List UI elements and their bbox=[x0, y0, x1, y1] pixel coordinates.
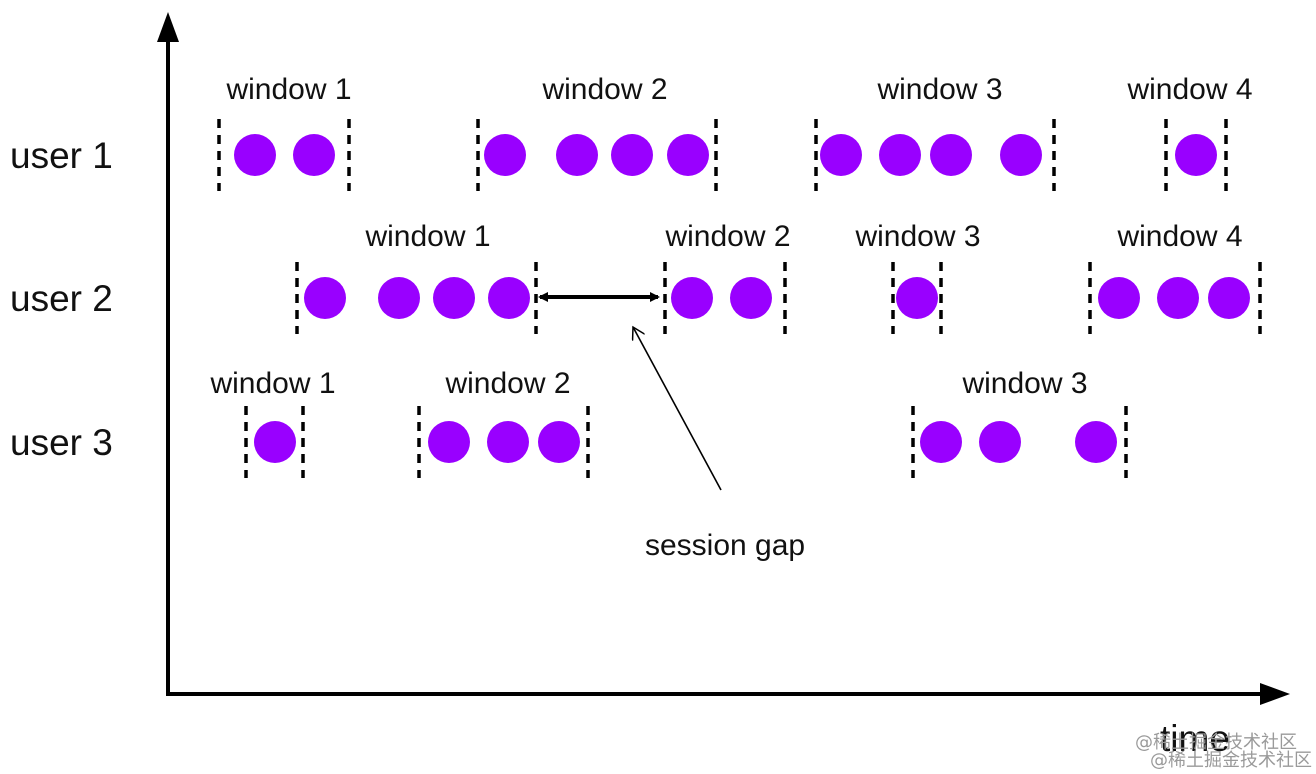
session-window: window 3 bbox=[854, 220, 981, 334]
event-dot bbox=[484, 134, 526, 176]
session-gap-pointer-arrow bbox=[633, 327, 722, 491]
window-label: window 4 bbox=[1126, 73, 1252, 106]
window-label: window 1 bbox=[364, 220, 490, 253]
window-label: window 1 bbox=[209, 367, 335, 400]
windows: window 1 window 2 window 3 window 4 window 1… bbox=[209, 73, 1262, 478]
watermark-shadow: @稀土掘金技术社区 bbox=[1150, 750, 1312, 771]
event-dot bbox=[930, 134, 972, 176]
event-dot bbox=[611, 134, 653, 176]
event-dot bbox=[1075, 421, 1117, 463]
session-window: window 1 bbox=[209, 367, 336, 478]
window-label: window 3 bbox=[876, 73, 1002, 106]
window-label: window 2 bbox=[444, 367, 570, 400]
session-window: window 2 bbox=[417, 367, 590, 478]
event-dot bbox=[1157, 277, 1199, 319]
session-window: window 2 bbox=[663, 220, 791, 334]
event-dot bbox=[304, 277, 346, 319]
event-dot bbox=[1000, 134, 1042, 176]
event-dot bbox=[879, 134, 921, 176]
y-axis-arrowhead bbox=[157, 12, 179, 42]
user-label: user 3 bbox=[10, 422, 113, 463]
window-label: window 2 bbox=[664, 220, 790, 253]
watermark: @稀土掘金技术社区 bbox=[1135, 732, 1297, 753]
event-dot bbox=[1175, 134, 1217, 176]
event-dot bbox=[293, 134, 335, 176]
window-label: window 4 bbox=[1116, 220, 1242, 253]
window-label: window 3 bbox=[854, 220, 980, 253]
session-window: window 4 bbox=[1088, 220, 1262, 334]
x-axis-label: time bbox=[1160, 718, 1230, 759]
window-label: window 1 bbox=[225, 73, 351, 106]
session-window: window 4 bbox=[1126, 73, 1253, 191]
user-labels: user 1 user 2 user 3 bbox=[10, 135, 113, 463]
event-dot bbox=[671, 277, 713, 319]
session-gap-label: session gap bbox=[645, 529, 805, 562]
event-dot bbox=[896, 277, 938, 319]
event-dot bbox=[667, 134, 709, 176]
window-label: window 3 bbox=[961, 367, 1087, 400]
event-dot bbox=[234, 134, 276, 176]
event-dot bbox=[428, 421, 470, 463]
event-dot bbox=[1208, 277, 1250, 319]
session-window: window 2 bbox=[476, 73, 718, 191]
event-dot bbox=[538, 421, 580, 463]
user-label: user 1 bbox=[10, 135, 113, 176]
event-dot bbox=[979, 421, 1021, 463]
session-window: window 3 bbox=[814, 73, 1056, 191]
event-dot bbox=[730, 277, 772, 319]
window-label: window 2 bbox=[541, 73, 667, 106]
event-dot bbox=[1098, 277, 1140, 319]
event-dot bbox=[433, 277, 475, 319]
event-dot bbox=[378, 277, 420, 319]
session-window: window 1 bbox=[295, 220, 538, 334]
x-axis-arrowhead bbox=[1260, 683, 1290, 705]
event-dot bbox=[820, 134, 862, 176]
event-dot bbox=[556, 134, 598, 176]
session-window: window 1 bbox=[217, 73, 352, 191]
user-label: user 2 bbox=[10, 278, 113, 319]
event-dot bbox=[920, 421, 962, 463]
event-dot bbox=[488, 277, 530, 319]
event-dot bbox=[254, 421, 296, 463]
session-window: window 3 bbox=[911, 367, 1128, 478]
event-dot bbox=[487, 421, 529, 463]
